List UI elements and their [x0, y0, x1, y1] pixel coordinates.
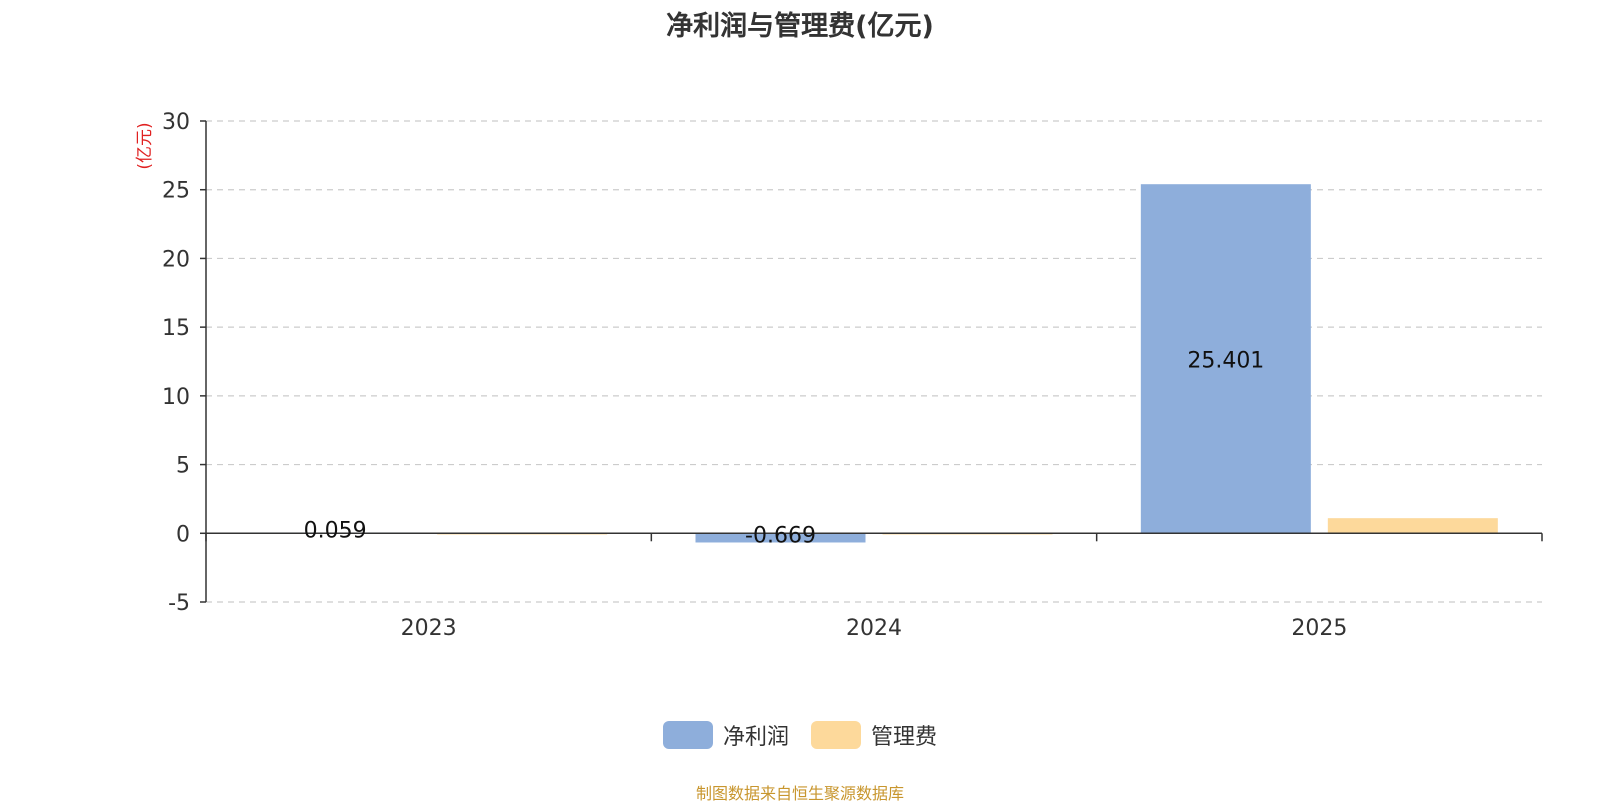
grid-lines [206, 120, 1542, 603]
y-tick-label: 30 [162, 110, 190, 135]
bars [250, 184, 1498, 543]
bar-net-profit [1140, 184, 1311, 534]
bar-value-label: 25.401 [1187, 349, 1264, 374]
legend-label-net-profit: 净利润 [722, 725, 789, 750]
x-tick-label: 2025 [1291, 616, 1347, 641]
y-tick-label: 0 [176, 522, 190, 547]
y-tick-label: 25 [162, 179, 190, 204]
legend-swatch-admin-fee [811, 721, 861, 749]
source-note: 制图数据来自恒生聚源数据库 [695, 784, 904, 803]
y-axis-unit-label: (亿元) [135, 122, 155, 169]
bar-value-label: 0.059 [304, 518, 367, 543]
y-tick-label: 15 [162, 316, 190, 341]
legend: 净利润 管理费 [0, 719, 1600, 751]
bar-admin-fee [1327, 518, 1498, 534]
x-tick-label: 2024 [846, 616, 902, 641]
legend-item-admin-fee[interactable]: 管理费 [811, 719, 937, 751]
x-tick-label: 2023 [401, 616, 457, 641]
chart-title: 净利润与管理费(亿元) [666, 11, 934, 42]
legend-label-admin-fee: 管理费 [871, 725, 938, 750]
bar-value-label: -0.669 [745, 523, 816, 548]
y-tick-label: 5 [176, 454, 190, 479]
y-tick-label: -5 [168, 591, 190, 616]
legend-swatch-net-profit [662, 721, 713, 749]
legend-item-net-profit[interactable]: 净利润 [662, 719, 789, 751]
bar-net-profit [695, 533, 866, 543]
y-tick-label: 20 [162, 247, 190, 272]
labels: 0.059 -0.669 25.401 [304, 349, 1265, 549]
y-tick-label: 10 [162, 385, 190, 410]
